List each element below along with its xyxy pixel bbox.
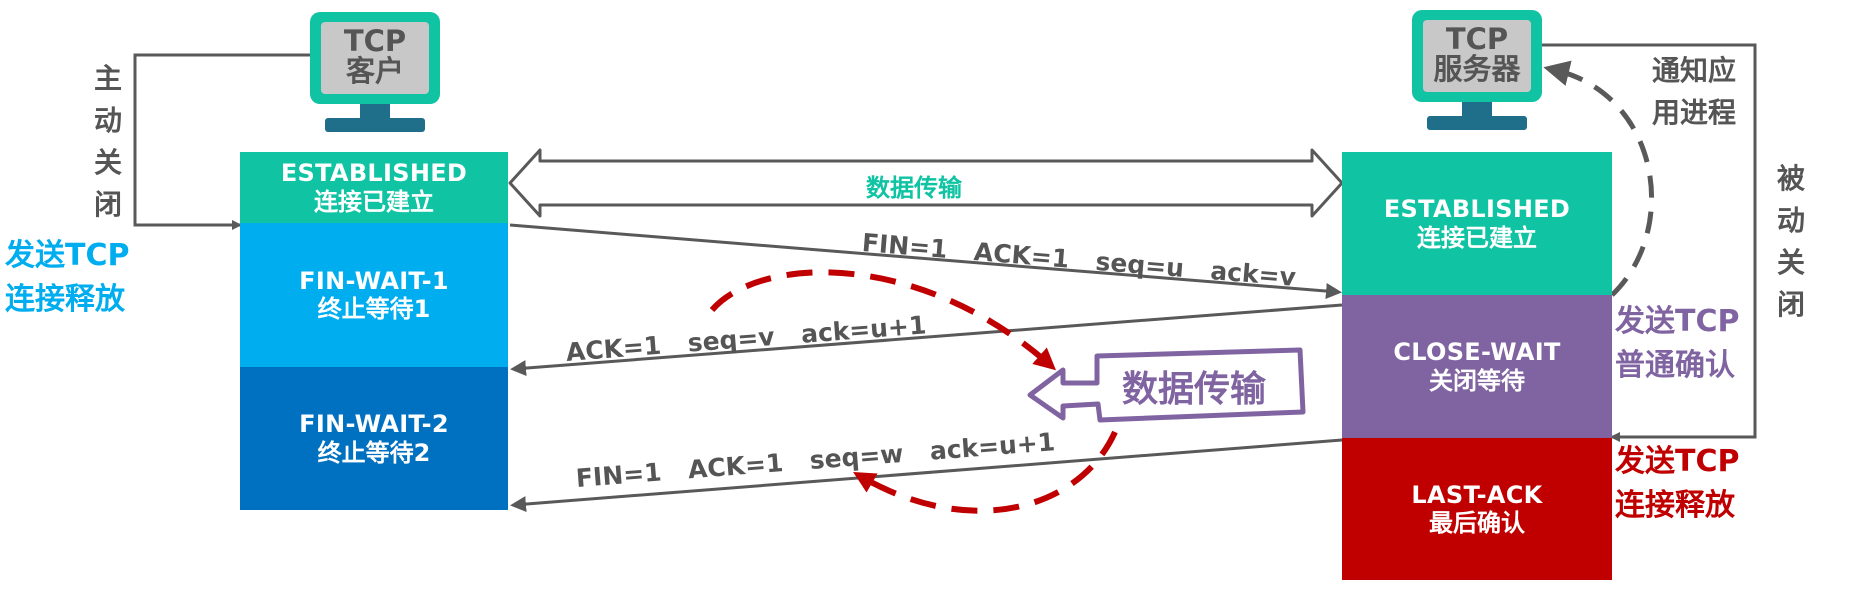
client-send-release-label: 发送TCP 连接释放 — [5, 234, 129, 322]
data-transfer-callout — [1027, 347, 1306, 423]
notify-app-label: 通知应用进程 — [1652, 54, 1737, 129]
server-send-ack-line1: 发送TCP — [1615, 304, 1740, 339]
server-state-close-wait-en: CLOSE-WAIT — [1393, 338, 1561, 367]
server-state-last-ack-zh: 最后确认 — [1429, 509, 1525, 537]
server-send-release-line2: 连接释放 — [1615, 488, 1735, 523]
client-state-established: ESTABLISHED 连接已建立 — [240, 152, 508, 223]
server-send-ack-label: 发送TCP 普通确认 — [1615, 300, 1739, 388]
server-monitor-label: TCP 服务器 — [1423, 24, 1531, 84]
server-state-close-wait: CLOSE-WAIT 关闭等待 — [1342, 295, 1612, 438]
server-state-established: ESTABLISHED 连接已建立 — [1342, 152, 1612, 295]
passive-close-arrow — [1542, 43, 1757, 442]
server-state-established-zh: 连接已建立 — [1417, 223, 1537, 252]
client-monitor-label: TCP 客户 — [321, 26, 429, 86]
server-monitor-icon — [1412, 10, 1542, 130]
active-close-label: 主动关闭 — [93, 62, 122, 221]
fin2-arrow — [510, 438, 1343, 513]
client-monitor-label-line1: TCP — [343, 24, 407, 58]
server-monitor-label-line2: 服务器 — [1433, 52, 1521, 86]
client-state-fin-wait-1-en: FIN-WAIT-1 — [299, 266, 449, 295]
client-send-release-line1: 发送TCP — [5, 238, 130, 273]
passive-close-label: 被动关闭 — [1776, 162, 1805, 321]
server-state-last-ack-en: LAST-ACK — [1411, 480, 1543, 509]
client-state-established-zh: 连接已建立 — [314, 187, 434, 216]
server-send-release-label: 发送TCP 连接释放 — [1615, 440, 1739, 528]
ack1-arrow — [510, 303, 1343, 377]
client-state-fin-wait-1-zh: 终止等待1 — [317, 295, 431, 323]
server-send-ack-line2: 普通确认 — [1615, 348, 1735, 383]
server-monitor-label-line1: TCP — [1445, 22, 1509, 56]
data-cycle-dashed-top — [709, 269, 1056, 371]
client-send-release-line2: 连接释放 — [5, 282, 125, 317]
fin1-arrow — [509, 223, 1342, 300]
client-monitor-label-line2: 客户 — [345, 54, 404, 88]
active-close-arrow — [133, 53, 310, 230]
server-send-release-line1: 发送TCP — [1615, 444, 1740, 479]
data-transfer-label: 数据传输 — [866, 174, 962, 202]
notify-app-dashed-arrow — [1543, 60, 1654, 297]
server-state-close-wait-zh: 关闭等待 — [1429, 366, 1525, 395]
server-state-last-ack: LAST-ACK 最后确认 — [1342, 438, 1612, 580]
client-monitor-icon — [310, 12, 440, 132]
client-state-fin-wait-2: FIN-WAIT-2 终止等待2 — [240, 367, 508, 510]
client-state-fin-wait-2-en: FIN-WAIT-2 — [299, 410, 449, 439]
server-state-established-en: ESTABLISHED — [1383, 195, 1571, 224]
client-state-fin-wait-1: FIN-WAIT-1 终止等待1 — [240, 223, 508, 367]
client-state-established-en: ESTABLISHED — [280, 159, 468, 188]
data-cycle-dashed-bottom — [853, 430, 1118, 514]
callout-data-transfer-label: 数据传输 — [1122, 369, 1267, 410]
client-state-fin-wait-2-zh: 终止等待2 — [317, 438, 431, 467]
